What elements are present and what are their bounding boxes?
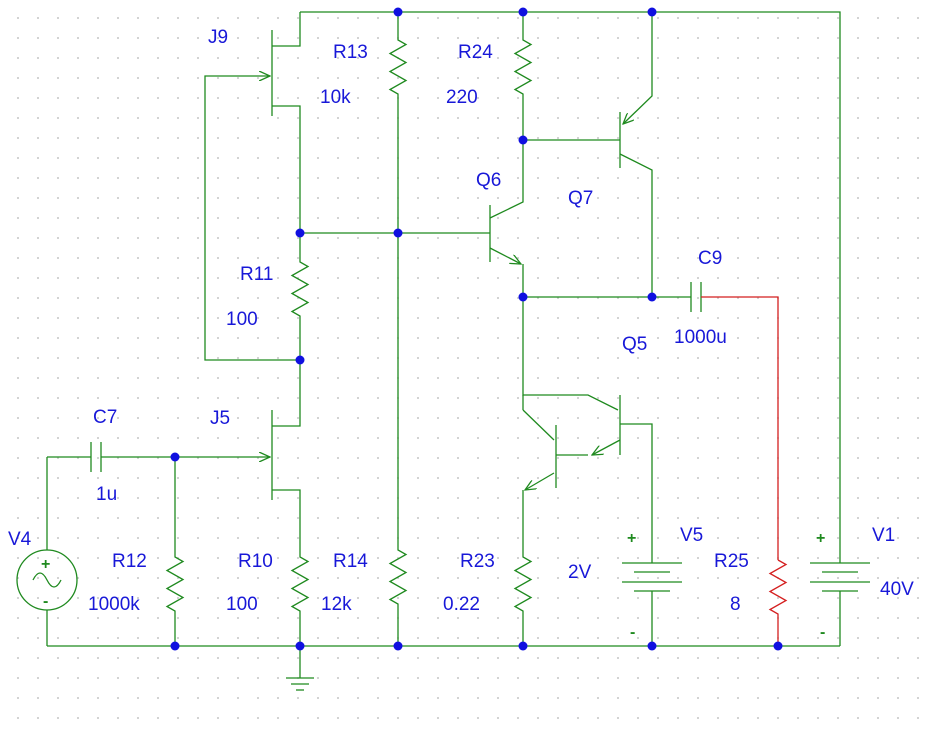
label-r14-value: 12k (321, 594, 352, 615)
ac-source-v4 (16, 457, 78, 646)
capacitor-c9 (690, 282, 779, 560)
jfet-j9 (232, 12, 301, 233)
label-j5-ref: J5 (210, 408, 230, 429)
label-j9-ref: J9 (208, 27, 228, 48)
resistor-r24 (513, 12, 533, 140)
junction-dot (170, 641, 180, 651)
jfet-j5 (232, 360, 301, 550)
junction-dot (773, 641, 783, 651)
v1-plus-sign: + (816, 530, 825, 547)
label-r24-ref: R24 (458, 42, 493, 63)
label-r11-value: 100 (226, 309, 258, 330)
label-c7-value: 1u (96, 484, 117, 505)
label-v4-ref: V4 (8, 529, 32, 550)
label-r13-value: 10k (320, 87, 351, 108)
label-q7-ref: Q7 (568, 188, 593, 209)
junction-dot (518, 641, 528, 651)
resistor-r25 (768, 559, 788, 646)
resistor-r11 (290, 233, 310, 360)
label-v5-value: 2V (568, 562, 592, 583)
top-supply-rail (300, 11, 841, 530)
transistor-q5 (522, 297, 653, 550)
battery-v1 (810, 530, 870, 646)
label-r23-value: 0.22 (443, 594, 480, 615)
ground-symbol (286, 646, 314, 691)
junction-dot (518, 135, 528, 145)
label-r23-ref: R23 (460, 551, 495, 572)
resistor-r10 (290, 550, 310, 646)
junction-dot (295, 641, 305, 651)
label-v5-ref: V5 (680, 525, 703, 546)
label-c9-value: 1000u (674, 327, 727, 348)
label-r12-ref: R12 (112, 551, 147, 572)
junction-dot (393, 641, 403, 651)
battery-v5 (622, 530, 682, 646)
resistor-r14 (388, 233, 408, 646)
label-r14-ref: R14 (333, 551, 368, 572)
label-r12-value: 1000k (88, 594, 140, 615)
junction-dot (647, 7, 657, 17)
transistor-q7 (523, 12, 653, 297)
label-r11-ref: R11 (240, 264, 273, 285)
j9-gate-feedback-wire (204, 75, 300, 361)
capacitor-c7 (47, 442, 232, 472)
junction-dot (647, 292, 657, 302)
label-r24-value: 220 (446, 87, 478, 108)
junction-dot (647, 641, 657, 651)
v1-minus-sign: - (820, 624, 825, 641)
label-c9-ref: C9 (698, 248, 722, 269)
label-r13-ref: R13 (333, 42, 368, 63)
junction-dot (518, 7, 528, 17)
label-r10-ref: R10 (238, 551, 273, 572)
label-q5-ref: Q5 (622, 334, 647, 355)
label-q6-ref: Q6 (476, 170, 501, 191)
resistor-r12 (165, 457, 185, 646)
label-c7-ref: C7 (93, 407, 117, 428)
junction-dot (393, 228, 403, 238)
resistor-r13 (388, 12, 408, 233)
junction-dot (170, 452, 180, 462)
v4-minus-sign: - (43, 593, 48, 610)
label-r10-value: 100 (226, 594, 258, 615)
v5-minus-sign: - (630, 624, 635, 641)
v4-plus-sign: + (41, 556, 50, 573)
label-r25-ref: R25 (714, 551, 749, 572)
junction-dots (170, 7, 783, 651)
label-r25-value: 8 (730, 594, 741, 615)
junction-dot (518, 292, 528, 302)
resistor-r23 (513, 550, 533, 646)
junction-dot (393, 7, 403, 17)
junction-dot (295, 228, 305, 238)
transistor-q6 (489, 140, 524, 297)
junction-dot (295, 355, 305, 365)
v5-plus-sign: + (627, 530, 636, 547)
label-v1-ref: V1 (872, 525, 895, 546)
label-v1-value: 40V (880, 579, 914, 600)
